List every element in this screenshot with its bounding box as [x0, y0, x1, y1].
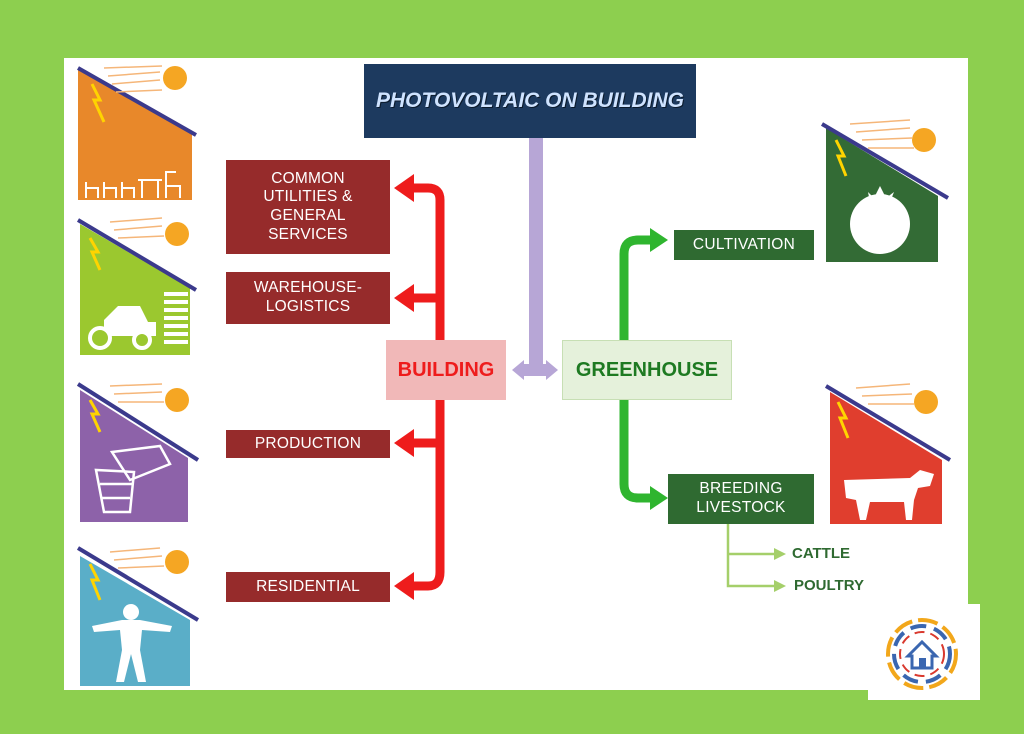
diagram-panel [64, 58, 968, 690]
house-globe-logo-icon [886, 618, 958, 690]
cattle-label: CATTLE [792, 545, 851, 562]
greenhouse-arrows [619, 235, 652, 503]
building-arrows [410, 183, 445, 591]
cultivation-box: CULTIVATION [674, 230, 814, 260]
production-box: PRODUCTION [226, 430, 390, 458]
building-arrowheads [394, 174, 414, 600]
person-icon [76, 546, 200, 686]
breeding-livestock-box: BREEDING LIVESTOCK [668, 474, 814, 524]
warehouse-logistics-box: WAREHOUSE- LOGISTICS [226, 272, 390, 324]
tomato-icon [820, 119, 950, 262]
greenhouse-node: GREENHOUSE [562, 340, 732, 400]
tractor-icon [76, 217, 198, 355]
building-node: BUILDING [386, 340, 506, 400]
poultry-label: POULTRY [794, 577, 864, 594]
greenhouse-arrowheads [650, 228, 668, 510]
residential-box: RESIDENTIAL [226, 572, 390, 602]
diagram-title: PHOTOVOLTAIC ON BUILDING [364, 64, 696, 138]
logo-area [868, 604, 980, 700]
livestock-arrowheads [774, 548, 786, 592]
furniture-icon [77, 65, 197, 200]
title-connector [512, 138, 558, 380]
livestock-arrows [726, 524, 776, 588]
factory-paper-icon [76, 382, 200, 522]
cow-icon [824, 383, 952, 524]
common-utilities-box: COMMON UTILITIES & GENERAL SERVICES [226, 160, 390, 254]
